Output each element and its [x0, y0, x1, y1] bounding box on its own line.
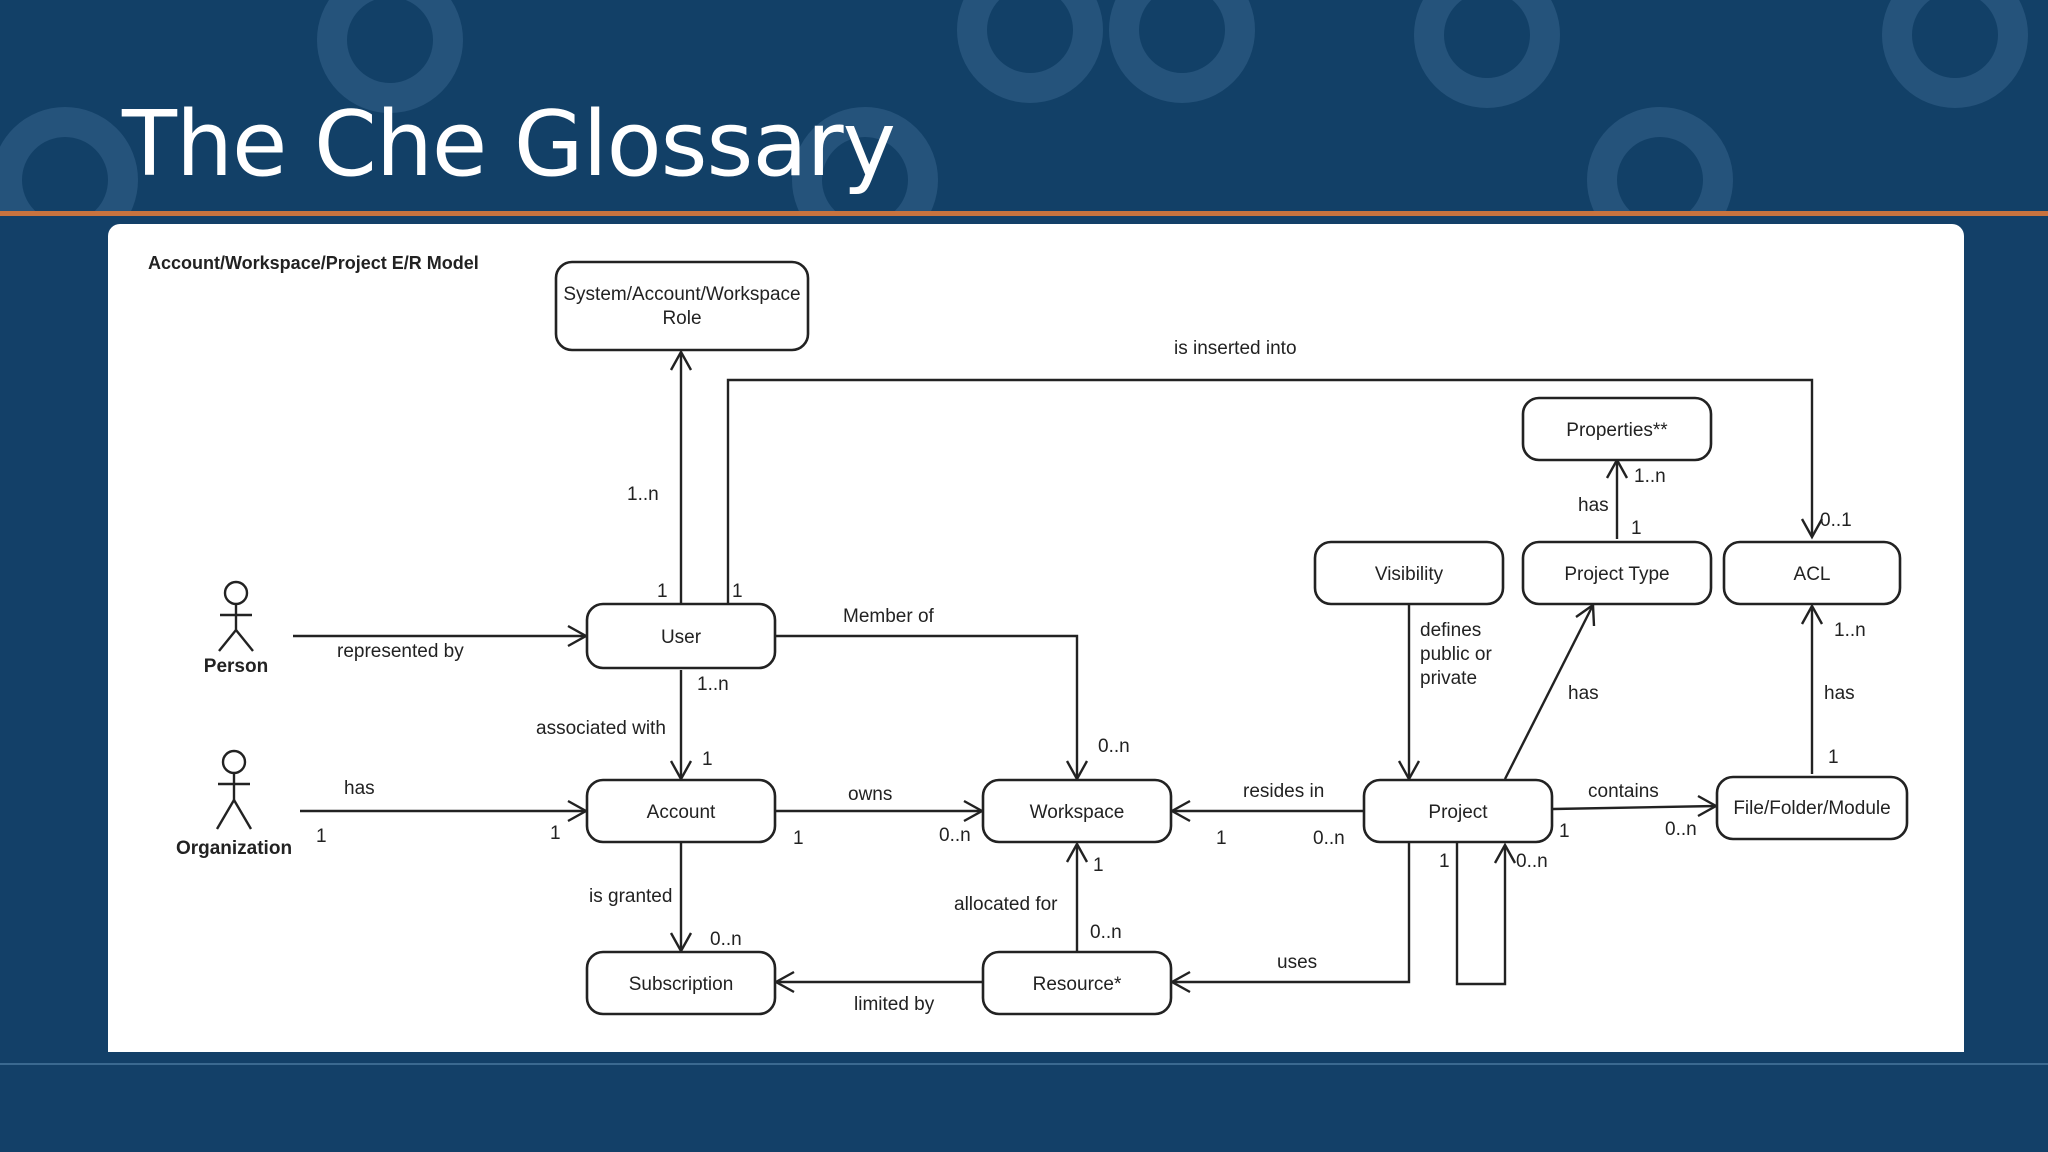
card-props-bottom: 1 [1631, 518, 1642, 539]
entity-project-type: Project Type [1521, 540, 1713, 606]
entity-project: Project [1362, 778, 1554, 844]
entity-account: Account [585, 778, 777, 844]
card-props-top: 1..n [1634, 466, 1666, 487]
conn-user-acl [726, 378, 1814, 603]
entity-acl: ACL [1722, 540, 1902, 606]
header-divider [0, 211, 2048, 216]
entity-role: System/Account/Workspace Role [554, 260, 810, 352]
entity-resource: Resource* [981, 950, 1173, 1016]
card-proj-self-1: 1 [1439, 851, 1450, 872]
label-associated-with: associated with [536, 718, 666, 739]
entity-visibility-label: Visibility [1375, 564, 1444, 585]
label-has-type: has [1568, 683, 1599, 704]
footer-divider [0, 1063, 2048, 1065]
label-has-org: has [344, 778, 375, 799]
connectors [293, 349, 1824, 994]
card-proj-self-n: 0..n [1516, 851, 1548, 872]
card-account-sub: 0..n [710, 929, 742, 950]
label-has-acl: has [1824, 683, 1855, 704]
card-user-account-top: 1..n [697, 674, 729, 695]
entity-user-label: User [661, 627, 702, 648]
label-has-props: has [1578, 495, 1609, 516]
entity-workspace-label: Workspace [1030, 802, 1125, 823]
entity-properties: Properties** [1521, 396, 1713, 462]
label-limited-by: limited by [854, 994, 935, 1015]
card-acl-file-top: 1..n [1834, 620, 1866, 641]
card-proj-file-left: 1 [1559, 821, 1570, 842]
card-user-workspace: 0..n [1098, 736, 1130, 757]
entity-user: User [585, 602, 777, 670]
conn-project-type [1503, 604, 1595, 780]
decorative-circles [0, 0, 2028, 212]
label-owns: owns [848, 784, 892, 805]
actor-organization-label: Organization [176, 838, 292, 859]
label-resides-in: resides in [1243, 781, 1324, 802]
card-proj-ws-right: 0..n [1313, 828, 1345, 849]
label-member-of: Member of [843, 606, 935, 627]
card-user-acl: 1 [732, 581, 743, 602]
diagram-title: Account/Workspace/Project E/R Model [148, 253, 479, 273]
entity-file-label: File/Folder/Module [1733, 798, 1890, 819]
er-diagram: Account/Workspace/Project E/R Model [148, 253, 1909, 1016]
card-user-account-bottom: 1 [702, 749, 713, 770]
card-proj-file-right: 0..n [1665, 819, 1697, 840]
label-is-inserted-into: is inserted into [1174, 338, 1297, 359]
entity-role-line1: System/Account/Workspace [563, 284, 800, 305]
entity-properties-label: Properties** [1566, 420, 1668, 441]
conn-project-file [1552, 804, 1717, 811]
conn-project-self [1455, 843, 1507, 986]
arrow-project-self [1493, 842, 1517, 864]
organization-stick-figure [215, 749, 253, 830]
entity-project-type-label: Project Type [1564, 564, 1669, 585]
arrow-role [669, 349, 693, 371]
arrow-acl [1800, 518, 1824, 540]
card-account-ws-left: 1 [793, 828, 804, 849]
actor-person-label: Person [204, 656, 268, 677]
actor-person: Person [204, 580, 268, 677]
person-stick-figure [218, 580, 254, 652]
page-title: The Che Glossary [122, 92, 896, 197]
slide-header: The Che Glossary [0, 0, 2048, 212]
entity-subscription: Subscription [585, 950, 777, 1016]
conn-project-resource [1172, 843, 1411, 984]
card-resource-ws: 1 [1093, 855, 1104, 876]
entity-acl-label: ACL [1794, 564, 1831, 585]
label-is-granted: is granted [589, 886, 672, 907]
arrow-acl-file [1800, 603, 1824, 625]
relation-labels: is inserted into represented by Member o… [337, 338, 1855, 1015]
label-contains: contains [1588, 781, 1659, 802]
label-represented-by: represented by [337, 641, 464, 662]
label-defines-3: private [1420, 668, 1477, 689]
entity-workspace: Workspace [981, 778, 1173, 844]
conn-user-workspace [776, 634, 1079, 779]
cardinality-labels: 1..n 1 1 1..n 1 0..n 1 1 1 0..n 0..n 1 0… [316, 466, 1866, 950]
label-allocated-for: allocated for [954, 894, 1058, 915]
card-acl-file-bottom: 1 [1828, 747, 1839, 768]
arrow-ws-alloc [1065, 841, 1089, 863]
card-account-ws-right: 0..n [939, 825, 971, 846]
card-role-user-top: 1..n [627, 484, 659, 505]
actor-organization: Organization [176, 749, 292, 859]
entity-file: File/Folder/Module [1715, 775, 1909, 841]
label-defines-2: public or [1420, 644, 1492, 665]
entity-visibility: Visibility [1313, 540, 1505, 606]
entity-subscription-label: Subscription [629, 974, 734, 995]
diagram-panel: Account/Workspace/Project E/R Model [108, 224, 1964, 1052]
card-proj-ws-left: 1 [1216, 828, 1227, 849]
entity-role-line2: Role [662, 308, 701, 329]
entity-account-label: Account [647, 802, 716, 823]
label-uses: uses [1277, 952, 1317, 973]
entity-project-label: Project [1428, 802, 1488, 823]
card-resource-bottom: 0..n [1090, 922, 1122, 943]
card-user-role: 1 [657, 581, 668, 602]
label-defines-1: defines [1420, 620, 1481, 641]
card-org-left: 1 [316, 826, 327, 847]
entity-resource-label: Resource* [1033, 974, 1122, 995]
card-acl-top: 0..1 [1820, 510, 1852, 531]
card-org-right: 1 [550, 823, 561, 844]
